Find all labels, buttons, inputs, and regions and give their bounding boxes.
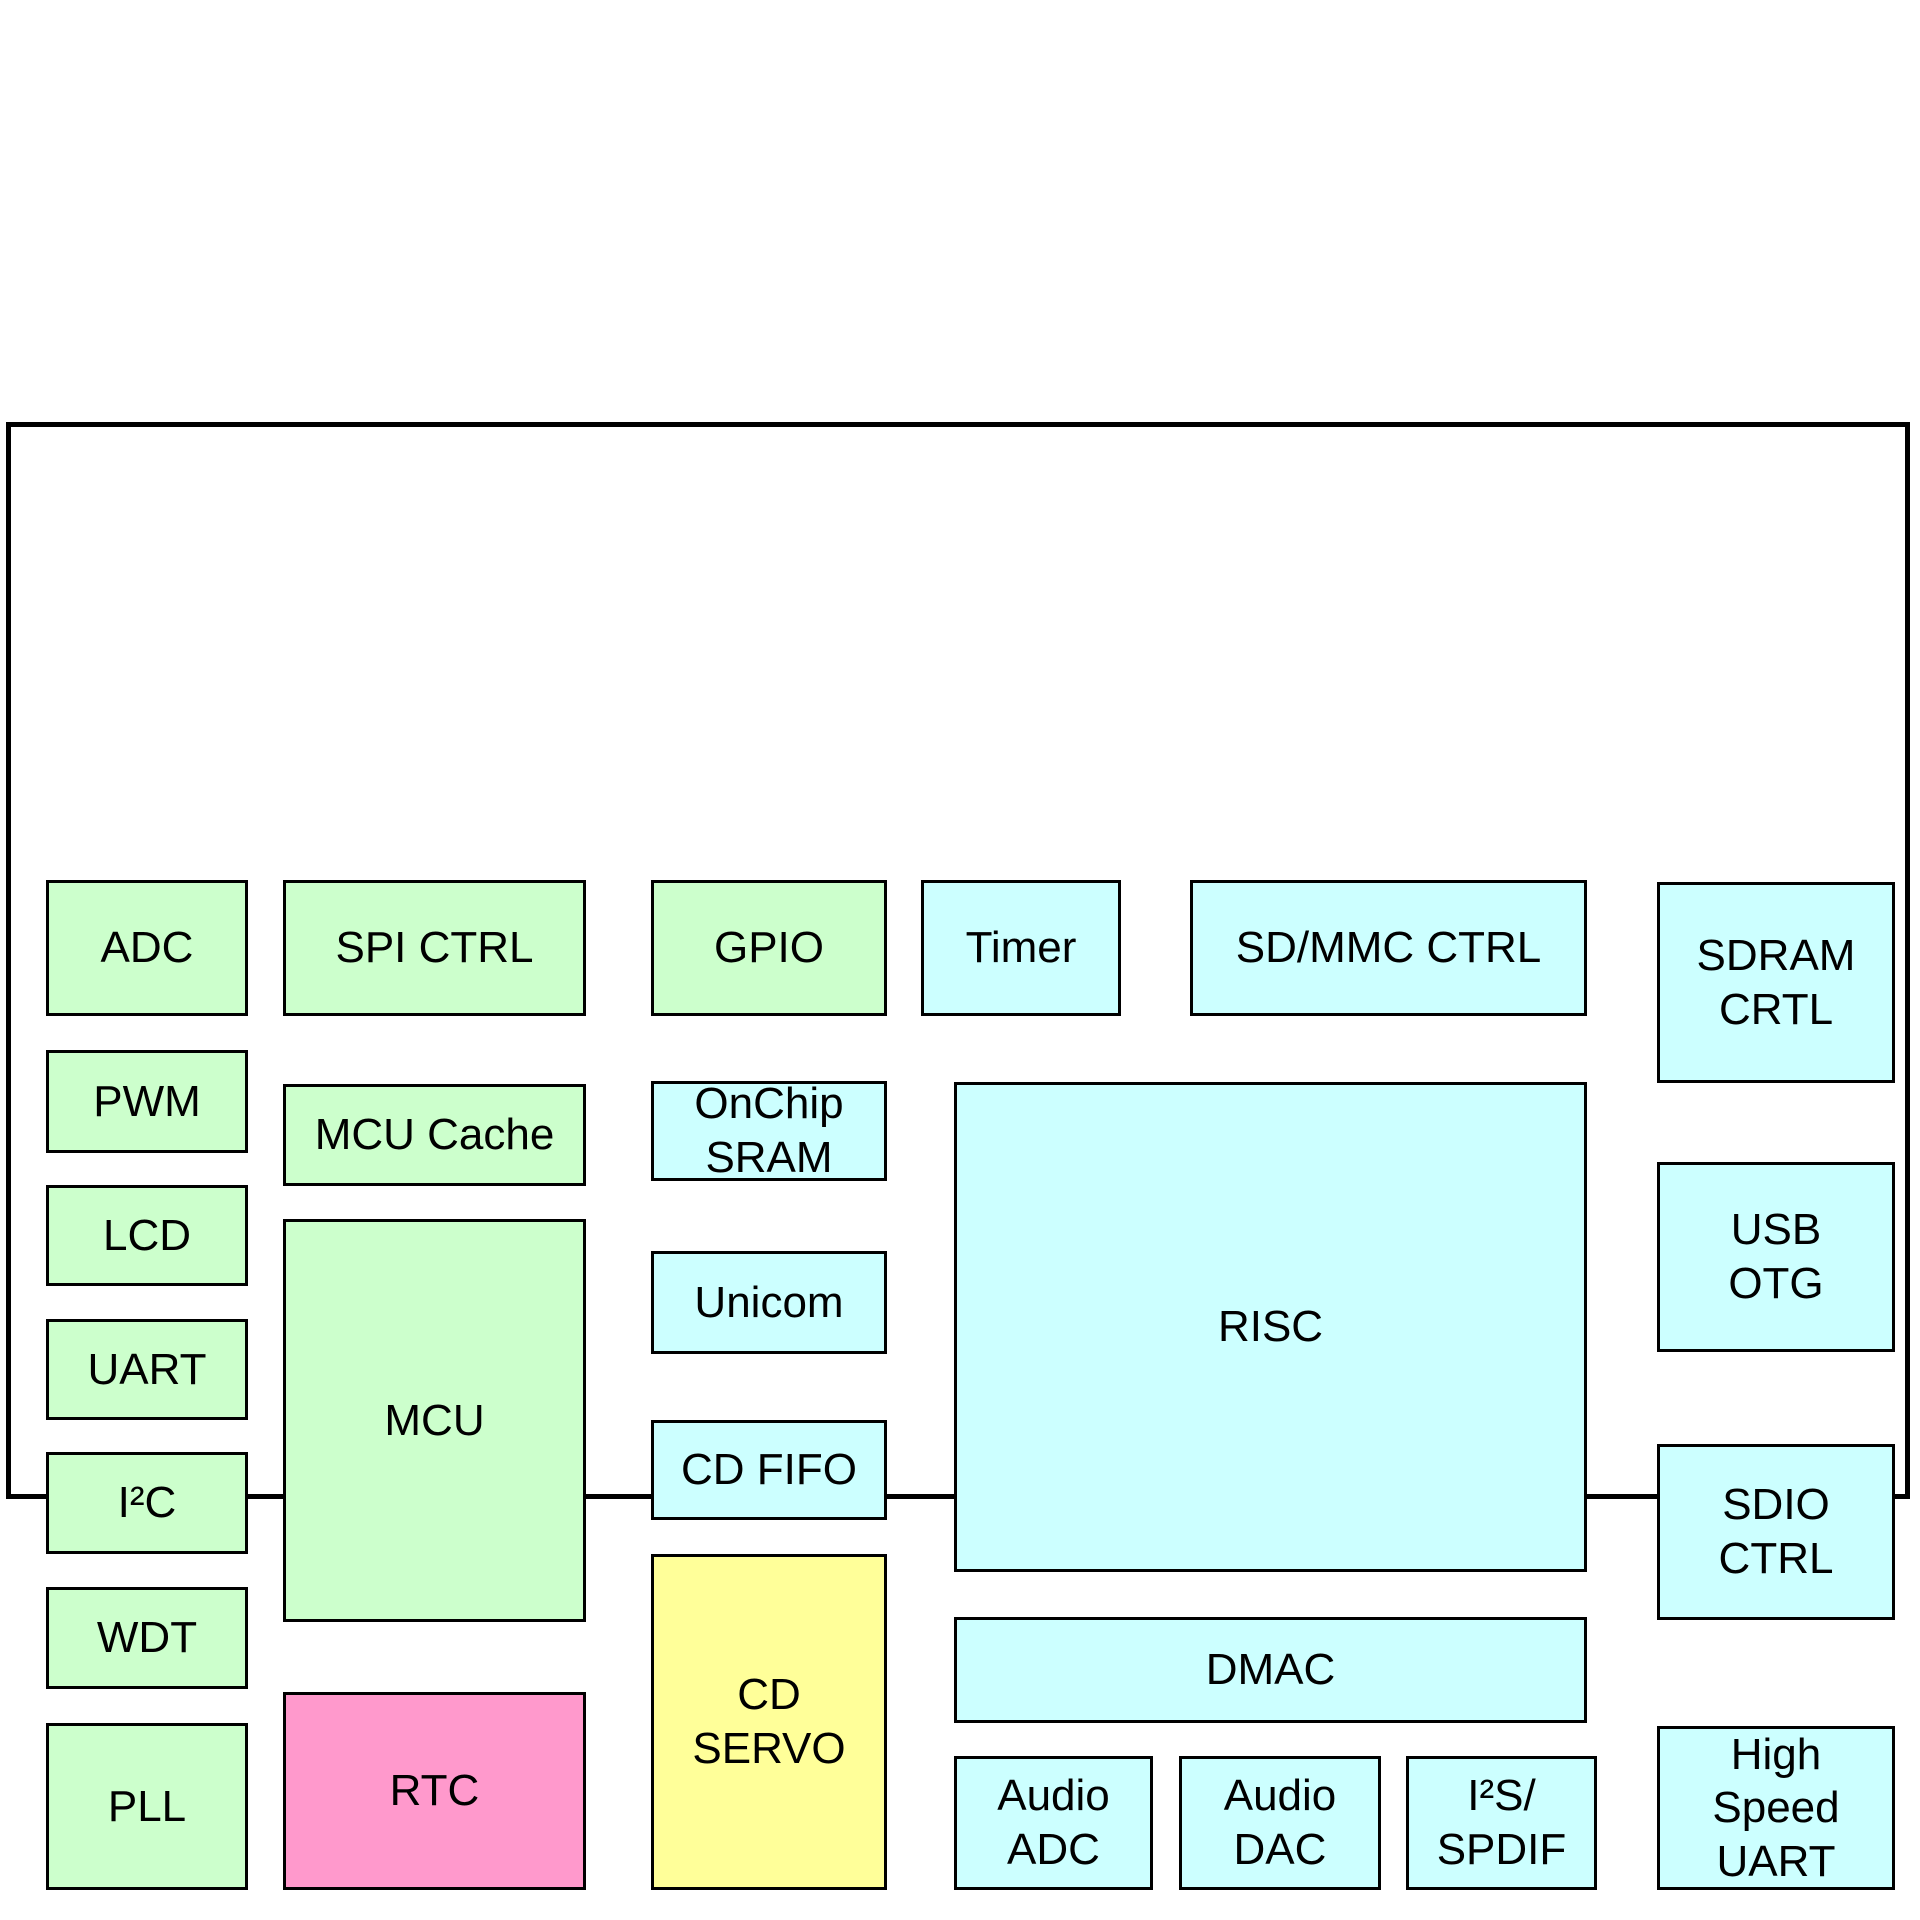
block-timer: Timer <box>921 880 1121 1016</box>
block-cd-fifo-label: CD FIFO <box>681 1445 857 1495</box>
block-rtc: RTC <box>283 1692 586 1890</box>
block-cd-servo: CD SERVO <box>651 1554 887 1890</box>
block-usb-otg-label: USB OTG <box>1728 1205 1824 1308</box>
block-i2s-spdif: I²S/ SPDIF <box>1406 1756 1597 1890</box>
block-gpio-label: GPIO <box>713 923 825 973</box>
block-sd-mmc-ctrl: SD/MMC CTRL <box>1190 880 1587 1016</box>
block-lcd: LCD <box>46 1185 248 1286</box>
block-wdt: WDT <box>46 1587 248 1689</box>
block-high-speed-uart: High Speed UART <box>1657 1726 1895 1890</box>
block-gpio: GPIO <box>651 880 887 1016</box>
block-sdio-ctrl-label: SDIO CTRL <box>1718 1480 1834 1583</box>
block-dmac-label: DMAC <box>1205 1645 1336 1695</box>
block-timer-label: Timer <box>965 923 1077 973</box>
block-pwm: PWM <box>46 1050 248 1153</box>
block-rtc-label: RTC <box>389 1766 480 1816</box>
block-audio-dac: Audio DAC <box>1179 1756 1381 1890</box>
block-audio-adc: Audio ADC <box>954 1756 1153 1890</box>
block-i2s-spdif-label: I²S/ SPDIF <box>1436 1771 1567 1874</box>
block-i2c: I²C <box>46 1452 248 1554</box>
block-mcu-cache-label: MCU Cache <box>314 1110 555 1160</box>
block-unicom: Unicom <box>651 1251 887 1354</box>
block-sdram-crtl-label: SDRAM CRTL <box>1696 930 1856 1034</box>
block-pwm-label: PWM <box>93 1076 201 1126</box>
block-mcu: MCU <box>283 1219 586 1622</box>
block-audio-dac-label: Audio DAC <box>1223 1771 1337 1874</box>
block-mcu-cache: MCU Cache <box>283 1084 586 1186</box>
block-i2c-label: I²C <box>117 1478 177 1528</box>
block-sdio-ctrl: SDIO CTRL <box>1657 1444 1895 1620</box>
block-audio-adc-label: Audio ADC <box>997 1771 1110 1874</box>
block-spi-ctrl-label: SPI CTRL <box>335 923 534 973</box>
block-sd-mmc-ctrl-label: SD/MMC CTRL <box>1235 923 1542 973</box>
chip-boundary: ADC SPI CTRL GPIO Timer SD/MMC CTRL SDRA… <box>6 422 1910 1890</box>
block-uart: UART <box>46 1319 248 1420</box>
block-usb-otg: USB OTG <box>1657 1162 1895 1352</box>
block-risc: RISC <box>954 1082 1587 1572</box>
block-sdram-crtl: SDRAM CRTL <box>1657 882 1895 1083</box>
block-high-speed-uart-label: High Speed UART <box>1712 1729 1840 1886</box>
block-lcd-label: LCD <box>102 1210 192 1260</box>
block-pll-label: PLL <box>107 1781 187 1831</box>
block-wdt-label: WDT <box>96 1613 198 1663</box>
block-spi-ctrl: SPI CTRL <box>283 880 586 1016</box>
block-onchip-sram: OnChip SRAM <box>651 1079 887 1182</box>
block-risc-label: RISC <box>1217 1302 1324 1352</box>
block-onchip-sram-label: OnChip SRAM <box>694 1079 844 1182</box>
block-cd-fifo: CD FIFO <box>651 1420 887 1520</box>
block-mcu-label: MCU <box>384 1395 485 1445</box>
block-uart-label: UART <box>87 1344 207 1394</box>
block-adc-label: ADC <box>100 923 194 973</box>
block-cd-servo-label: CD SERVO <box>692 1670 846 1773</box>
block-unicom-label: Unicom <box>694 1277 844 1327</box>
block-adc: ADC <box>46 880 248 1016</box>
block-pll: PLL <box>46 1723 248 1890</box>
block-dmac: DMAC <box>954 1617 1587 1723</box>
